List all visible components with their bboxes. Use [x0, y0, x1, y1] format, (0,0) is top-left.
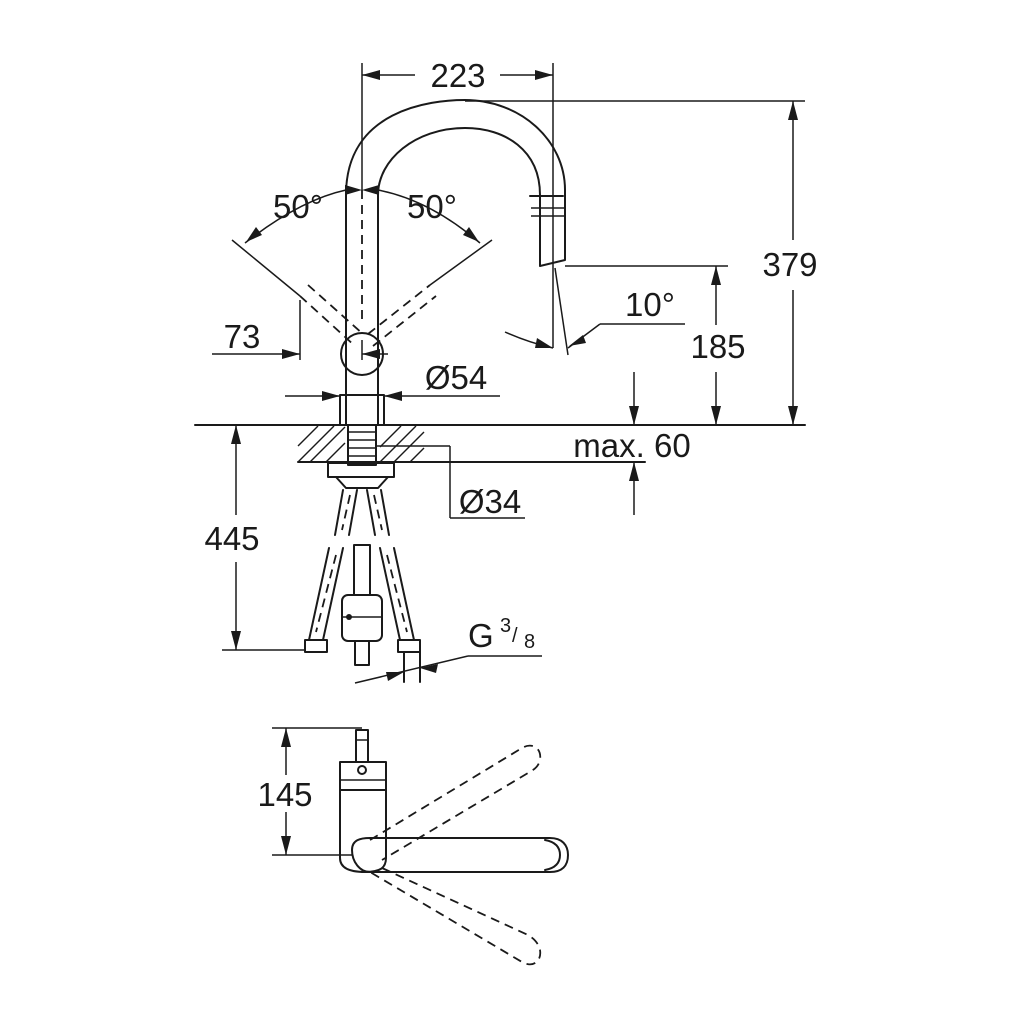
dim-50-left-line	[231, 239, 301, 297]
dim-445-label: 445	[204, 520, 259, 557]
hose-connector-right	[397, 639, 421, 653]
dim-223-arrow-left	[362, 70, 380, 80]
dim-145-arrow-top	[281, 728, 291, 747]
plan-spout-swivel-up	[369, 744, 542, 861]
dim-50-left-label: 50°	[273, 188, 323, 225]
plan-spout-swivel-down	[369, 867, 542, 966]
dim-g38-num: 3	[500, 615, 511, 637]
dim-10-arrow-2	[569, 335, 586, 346]
dim-50-right-line	[429, 239, 493, 286]
plan-lever-pivot	[357, 765, 367, 775]
dim-73-arrow-left	[282, 349, 300, 359]
hose-left-lower	[308, 547, 344, 641]
faucet-plan-view: 145	[257, 727, 569, 966]
dim-73-arrow-right	[362, 349, 380, 359]
lever-swing-right	[367, 284, 431, 335]
spout-outer-contour	[345, 99, 566, 426]
dim-223-arrow-right	[535, 70, 553, 80]
plan-body-lower	[339, 789, 387, 873]
dim-145-arrow-bottom	[281, 836, 291, 855]
dim-50-right-arrow	[463, 227, 479, 242]
dim-60-arrow-top	[629, 406, 639, 425]
dim-145-label: 145	[257, 776, 312, 813]
dim-60-arrow-bottom	[629, 462, 639, 481]
dim-445-arrow-top	[231, 425, 241, 444]
threaded-shank	[347, 424, 377, 466]
dim-54-label: Ø54	[425, 359, 487, 396]
plan-spout-main	[351, 837, 569, 873]
dim-185-arrow-bottom	[711, 406, 721, 425]
dim-445-arrow-bottom	[231, 631, 241, 650]
dim-379-arrow-top	[788, 101, 798, 120]
spray-hose-centre	[353, 544, 371, 596]
dim-50-centre-arrow-right	[362, 185, 379, 195]
dim-185-label: 185	[690, 328, 745, 365]
dim-10-spray-line	[554, 267, 569, 356]
dim-73-label: 73	[224, 318, 261, 355]
dim-34-label: Ø34	[459, 483, 521, 520]
dim-223-label: 223	[430, 57, 485, 94]
dim-g38-den: 8	[524, 631, 535, 653]
plan-spout-tip	[544, 839, 561, 871]
plan-lever-stub	[355, 729, 369, 763]
dim-g38-arrow-right	[420, 664, 438, 673]
dim-10-arrow	[535, 338, 553, 348]
dim-185-arrow-top	[711, 266, 721, 285]
dim-50-right-label: 50°	[407, 188, 457, 225]
dim-379-arrow-bottom	[788, 406, 798, 425]
dim-g38-slash: /	[512, 625, 518, 647]
dimension-lines: 223 379 50° 50° 10° 185	[204, 57, 818, 684]
lever-swing-left	[299, 295, 356, 347]
nut-taper	[335, 476, 389, 489]
hose-left-upper	[334, 489, 358, 536]
dim-379-label: 379	[762, 246, 817, 283]
dim-60-label: max. 60	[573, 427, 690, 464]
deck-hatch-right	[379, 425, 425, 463]
countertop-section	[194, 424, 806, 489]
dim-54-arrow-left	[322, 391, 340, 401]
dim-10-label: 10°	[625, 286, 675, 323]
dim-50-centre-arrow-left	[345, 185, 362, 195]
hose-right-lower	[379, 547, 415, 641]
lever-swing-right-2	[372, 295, 437, 347]
hose-connector-left	[304, 639, 328, 653]
hose-right-upper	[366, 489, 390, 536]
dim-g38-arrow-left	[386, 672, 404, 681]
dim-g38-leader	[354, 655, 469, 684]
dim-54-arrow-right	[384, 391, 402, 401]
lever-swing-left-2	[307, 284, 364, 335]
mounting-nut	[327, 462, 395, 478]
spray-hose-end	[354, 640, 370, 666]
deck-hatch-left	[297, 425, 346, 463]
supply-hoses	[304, 489, 421, 683]
dim-50-left-arrow	[246, 227, 262, 242]
dim-g38-label: G	[468, 617, 494, 654]
